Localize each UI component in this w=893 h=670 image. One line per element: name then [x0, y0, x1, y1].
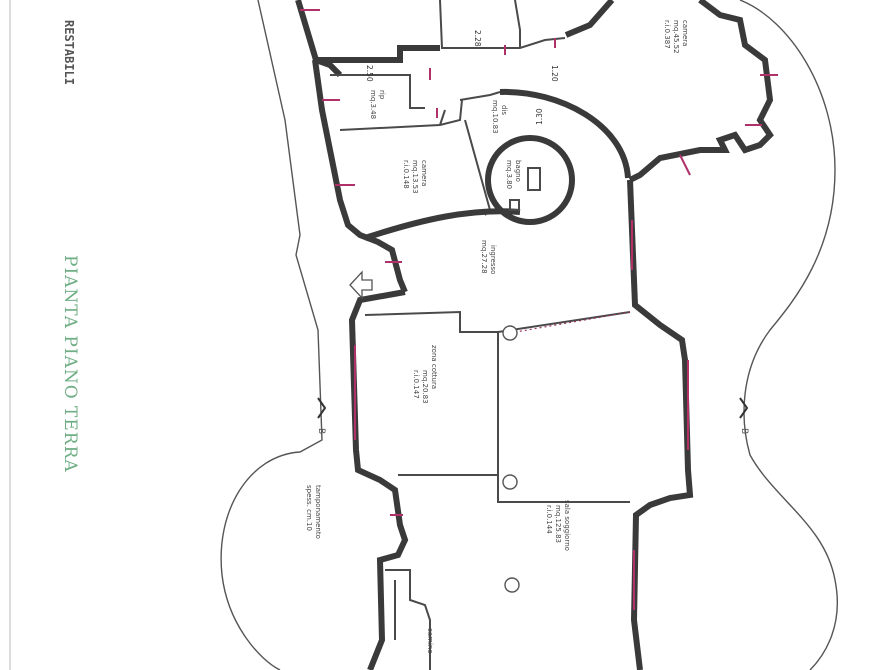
- sheet-title: PIANTA PIANO TERRA: [60, 255, 80, 473]
- svg-text:ingresso: ingresso: [489, 245, 497, 274]
- svg-text:camera: camera: [420, 160, 428, 186]
- svg-text:tamponamento: tamponamento: [314, 485, 322, 539]
- handwritten-note: RESTABILI: [62, 20, 76, 85]
- column: [502, 474, 518, 490]
- room-label-dis: dis mq.10.83: [491, 100, 508, 134]
- column: [502, 325, 518, 341]
- column: [504, 577, 520, 593]
- windows: [300, 9, 778, 610]
- svg-text:dis: dis: [500, 105, 508, 115]
- kitchen-partition: [364, 310, 631, 503]
- round-bathroom-wall: [485, 135, 575, 225]
- room-label-zona-cottura: zona cottura mq.20.83 r.i.0.147: [412, 345, 438, 404]
- svg-text:r.i.0.387: r.i.0.387: [663, 20, 671, 49]
- svg-text:sala soggiorno: sala soggiorno: [563, 500, 571, 551]
- svg-text:bagno: bagno: [514, 160, 522, 182]
- svg-text:rip: rip: [378, 90, 386, 100]
- outer-wall-north: [295, 0, 440, 78]
- svg-text:mq.45.52: mq.45.52: [672, 20, 680, 54]
- curved-corridor-wall: [499, 88, 631, 179]
- west-wall-bedrooms: [312, 59, 408, 294]
- room-label-camera-small: camera mq.13.53 r.i.0.148: [402, 160, 428, 194]
- east-wall-living: [627, 179, 694, 670]
- svg-text:mq.13.53: mq.13.53: [411, 160, 419, 194]
- dimension-label: 1.30: [535, 108, 544, 125]
- dotted-beam-line: [509, 311, 631, 334]
- room-label-sala-soggiorno: sala soggiorno mq.125.83 r.i.0.144: [545, 500, 571, 551]
- room-label-rip: rip mq.3.48: [369, 90, 386, 119]
- bathroom-fixture-2: [509, 199, 520, 211]
- svg-text:r.i.0.147: r.i.0.147: [412, 370, 420, 399]
- svg-text:mq.27.28: mq.27.28: [480, 240, 488, 274]
- room-label-ingresso: ingresso mq.27.28: [480, 240, 497, 274]
- label-tamponamento: tamponamento spess. cm.10: [305, 485, 322, 539]
- svg-text:B: B: [316, 428, 326, 434]
- svg-text:mq.3.80: mq.3.80: [505, 160, 513, 189]
- svg-text:mq.20.83: mq.20.83: [421, 370, 429, 404]
- fireplace-walls: [385, 569, 431, 670]
- svg-text:mq.10.83: mq.10.83: [491, 100, 499, 134]
- svg-text:spess. cm.10: spess. cm.10: [305, 485, 313, 531]
- section-marker-right: B: [739, 397, 749, 434]
- svg-text:zona cottura: zona cottura: [430, 345, 438, 389]
- outer-wall-east-top: [564, 0, 774, 183]
- interior-walls-north: [330, 0, 566, 216]
- svg-text:r.i.0.148: r.i.0.148: [402, 160, 410, 189]
- west-wall-kitchen: [348, 289, 409, 670]
- svg-text:camino: camino: [426, 628, 434, 654]
- section-marker-left: B: [316, 397, 327, 434]
- room-label-camera-large: camera mq.45.52 r.i.0.387: [663, 20, 689, 54]
- svg-text:camera: camera: [681, 20, 689, 46]
- dimension-label: 1.20: [550, 65, 559, 82]
- svg-text:r.i.0.144: r.i.0.144: [545, 505, 553, 534]
- entrance-arrow-icon: [349, 270, 373, 300]
- svg-text:B: B: [739, 428, 749, 434]
- site-outline: [220, 0, 838, 670]
- dimension-label: 2.28: [473, 30, 482, 47]
- svg-text:mq.125.83: mq.125.83: [554, 505, 562, 543]
- curved-wall-bedroom: [364, 208, 521, 241]
- dimension-label: 2.50: [365, 65, 374, 82]
- bathroom-fixture: [527, 167, 541, 191]
- room-label-bagno: bagno mq.3.80: [505, 160, 522, 189]
- label-camino: camino: [426, 628, 434, 654]
- svg-text:mq.3.48: mq.3.48: [369, 90, 377, 119]
